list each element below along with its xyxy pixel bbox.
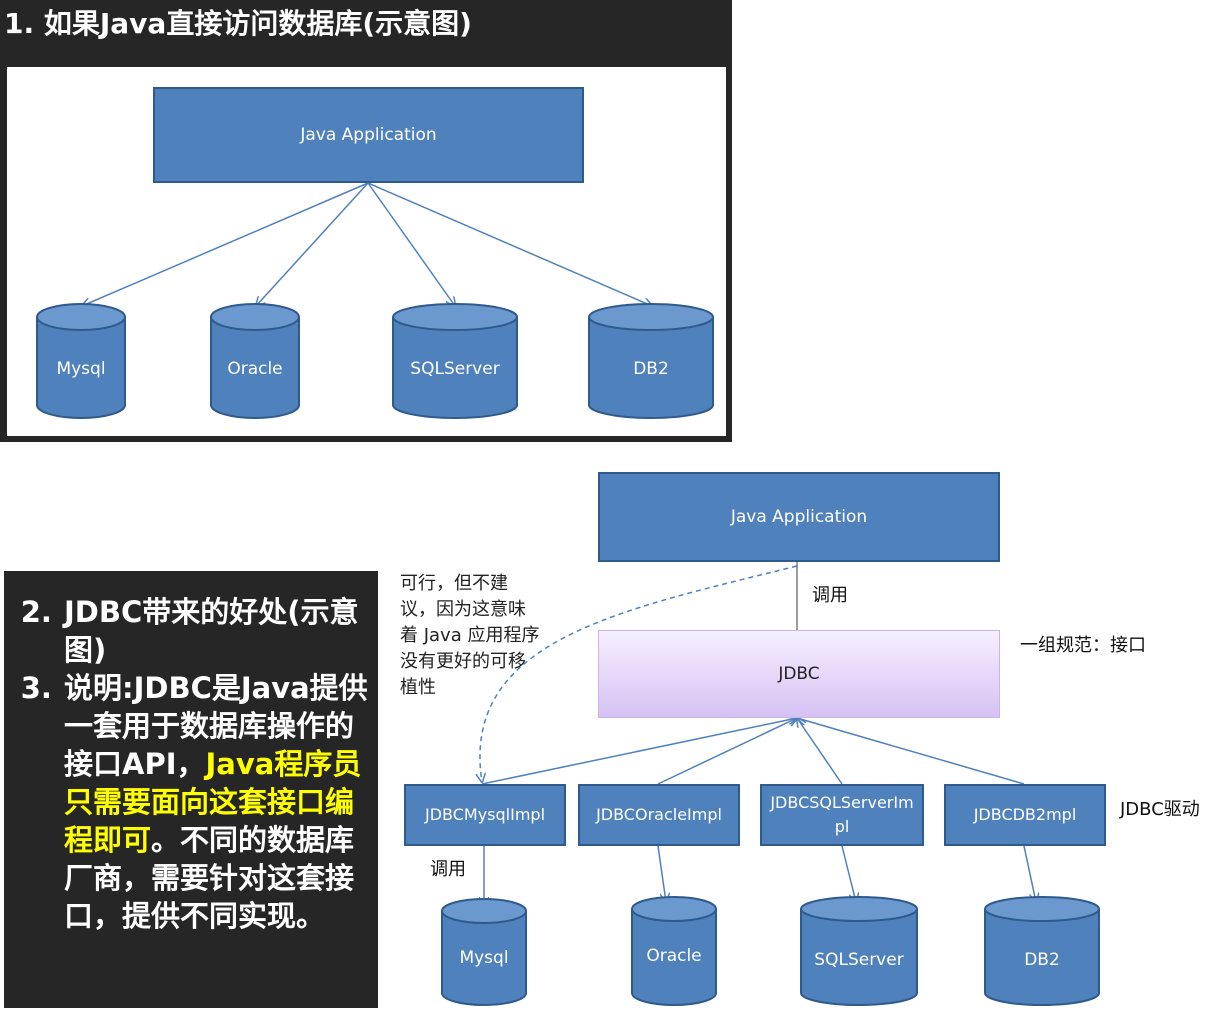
sqlserver-label-2: SQLServer xyxy=(814,950,904,970)
arrow-app-to-sqlserver xyxy=(367,182,455,306)
arrow-mysqlimpl-to-jdbc xyxy=(481,718,797,785)
arrow-db2impl-to-db2 xyxy=(1023,845,1036,902)
sqlserver-database-icon: SQLServer xyxy=(392,303,518,419)
db2-label-2: DB2 xyxy=(1024,950,1060,970)
driver-box-sqlserver: JDBCSQLServerImpl xyxy=(760,784,924,846)
driver-box-db2: JDBCDB2mpl xyxy=(944,784,1106,846)
portability-note: 可行，但不建议，因为这意味着 Java 应用程序没有更好的可移植性 xyxy=(400,573,540,698)
direct-access-title: 1. 如果Java直接访问数据库(示意图) xyxy=(4,7,472,40)
driver-box-oracle: JDBCOracleImpl xyxy=(578,784,740,846)
call-label: 调用 xyxy=(812,585,848,606)
oracle-database-icon: Oracle xyxy=(210,303,300,419)
java-application-label: Java Application xyxy=(300,125,437,145)
oracle-label-2: Oracle xyxy=(646,946,702,966)
arrow-sqlserverimpl-to-sqlserver xyxy=(841,845,856,902)
oracle-database-icon-2: Oracle xyxy=(631,896,717,1006)
java-application-box: Java Application xyxy=(153,87,584,183)
arrow-oracleimpl-to-oracle xyxy=(657,845,666,902)
sqlserver-database-icon-2: SQLServer xyxy=(800,896,918,1006)
arrow-dashed-app-to-mysqlimpl xyxy=(480,565,798,782)
mysql-database-icon: Mysql xyxy=(36,303,126,419)
db2-label: DB2 xyxy=(633,359,669,379)
oracle-label: Oracle xyxy=(227,359,283,379)
arrow-app-to-oracle xyxy=(256,182,369,306)
mysql-database-icon-2: Mysql xyxy=(441,898,527,1006)
jdbc-benefits-panel: JDBC带来的好处(示意图) 说明:JDBC是Java提供一套用于数据库操作的接… xyxy=(4,571,378,1008)
driver-group-label: JDBC驱动 xyxy=(1120,799,1200,820)
db2-database-icon: DB2 xyxy=(588,303,714,419)
db2-database-icon-2: DB2 xyxy=(984,896,1100,1006)
java-application-label-2: Java Application xyxy=(730,507,868,527)
benefit-item-title: JDBC带来的好处(示意图) xyxy=(62,593,368,669)
java-application-box-2: Java Application xyxy=(598,472,1000,562)
arrow-db2impl-to-jdbc xyxy=(797,718,1025,785)
benefits-list: JDBC带来的好处(示意图) 说明:JDBC是Java提供一套用于数据库操作的接… xyxy=(4,571,378,935)
call-label-2: 调用 xyxy=(430,859,466,880)
jdbc-interface-box: JDBC xyxy=(598,630,1000,718)
sqlserver-label: SQLServer xyxy=(410,359,500,379)
mysql-label: Mysql xyxy=(56,359,106,379)
arrow-app-to-mysql xyxy=(82,182,369,306)
benefit-item-explanation: 说明:JDBC是Java提供一套用于数据库操作的接口API，Java程序员只需要… xyxy=(62,669,368,935)
mysql-label-2: Mysql xyxy=(459,948,509,968)
arrow-app-to-db2 xyxy=(367,182,652,306)
jdbc-label: JDBC xyxy=(778,664,820,684)
spec-label: 一组规范：接口 xyxy=(1020,635,1146,656)
arrow-sqlserverimpl-to-jdbc xyxy=(797,718,843,785)
highlight-text: Java程序员只需要面向这套接口编程即可 xyxy=(64,747,362,857)
driver-box-mysql: JDBCMysqlImpl xyxy=(404,784,566,846)
arrow-oracleimpl-to-jdbc xyxy=(657,718,797,785)
